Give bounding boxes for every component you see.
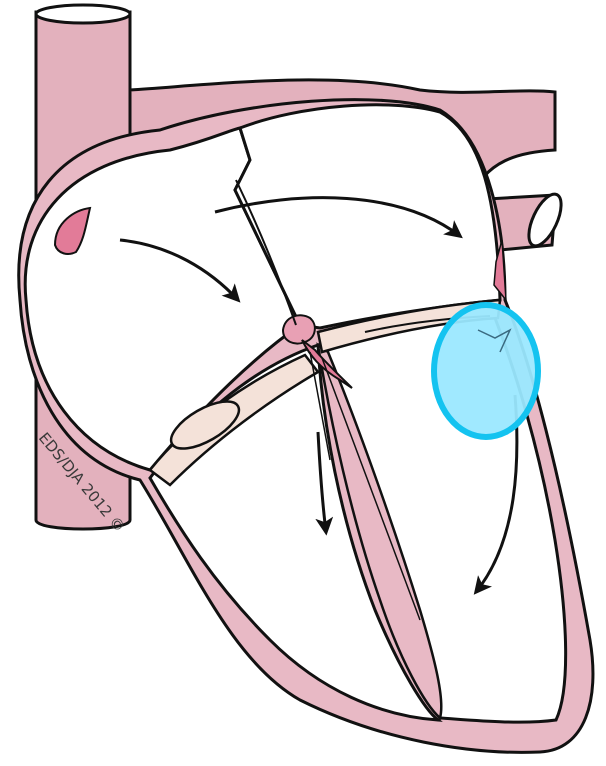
vena-cava-opening: [36, 5, 130, 23]
highlight-circle-icon: [434, 305, 538, 437]
av-node: [283, 315, 315, 343]
